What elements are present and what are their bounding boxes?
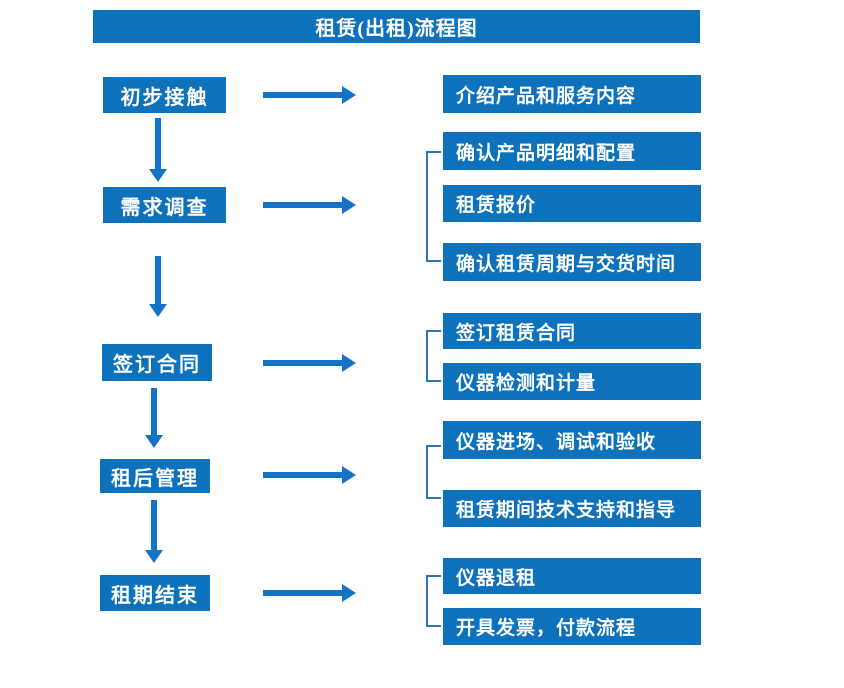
detail-box-invoice-payment: 开具发票，付款流程 <box>443 608 701 645</box>
arrow-right-icon <box>263 354 356 372</box>
detail-box-confirm-rental-period: 确认租赁周期与交货时间 <box>443 243 701 281</box>
arrow-down-icon <box>145 388 163 448</box>
group-bracket <box>426 151 441 262</box>
stage-box-needs-survey: 需求调查 <box>103 187 226 223</box>
detail-box-rental-quote: 租赁报价 <box>443 185 701 222</box>
detail-box-confirm-product-details: 确认产品明细和配置 <box>443 132 701 170</box>
detail-box-instrument-setup-acceptance: 仪器进场、调试和验收 <box>443 421 701 459</box>
stage-box-rental-end: 租期结束 <box>100 575 210 611</box>
arrow-right-icon <box>263 584 356 602</box>
arrow-down-icon <box>145 500 163 563</box>
stage-box-post-rental-management: 租后管理 <box>100 459 210 493</box>
arrow-down-icon <box>149 118 167 182</box>
detail-box-tech-support: 租赁期间技术支持和指导 <box>443 490 701 527</box>
detail-box-sign-rental-contract: 签订租赁合同 <box>443 313 701 349</box>
arrow-right-icon <box>263 466 356 484</box>
group-bracket <box>426 330 441 382</box>
stage-box-initial-contact: 初步接触 <box>103 77 226 113</box>
arrow-right-icon <box>263 196 356 214</box>
detail-box-instrument-return: 仪器退租 <box>443 558 701 594</box>
arrow-right-icon <box>263 86 356 104</box>
arrow-down-icon <box>149 256 167 317</box>
group-bracket <box>426 575 441 627</box>
detail-box-instrument-testing: 仪器检测和计量 <box>443 363 701 400</box>
group-bracket <box>426 445 441 499</box>
detail-box-introduce-products: 介绍产品和服务内容 <box>443 75 701 113</box>
stage-box-contract-signing: 签订合同 <box>102 344 212 381</box>
flowchart-title: 租赁(出租)流程图 <box>93 10 700 43</box>
